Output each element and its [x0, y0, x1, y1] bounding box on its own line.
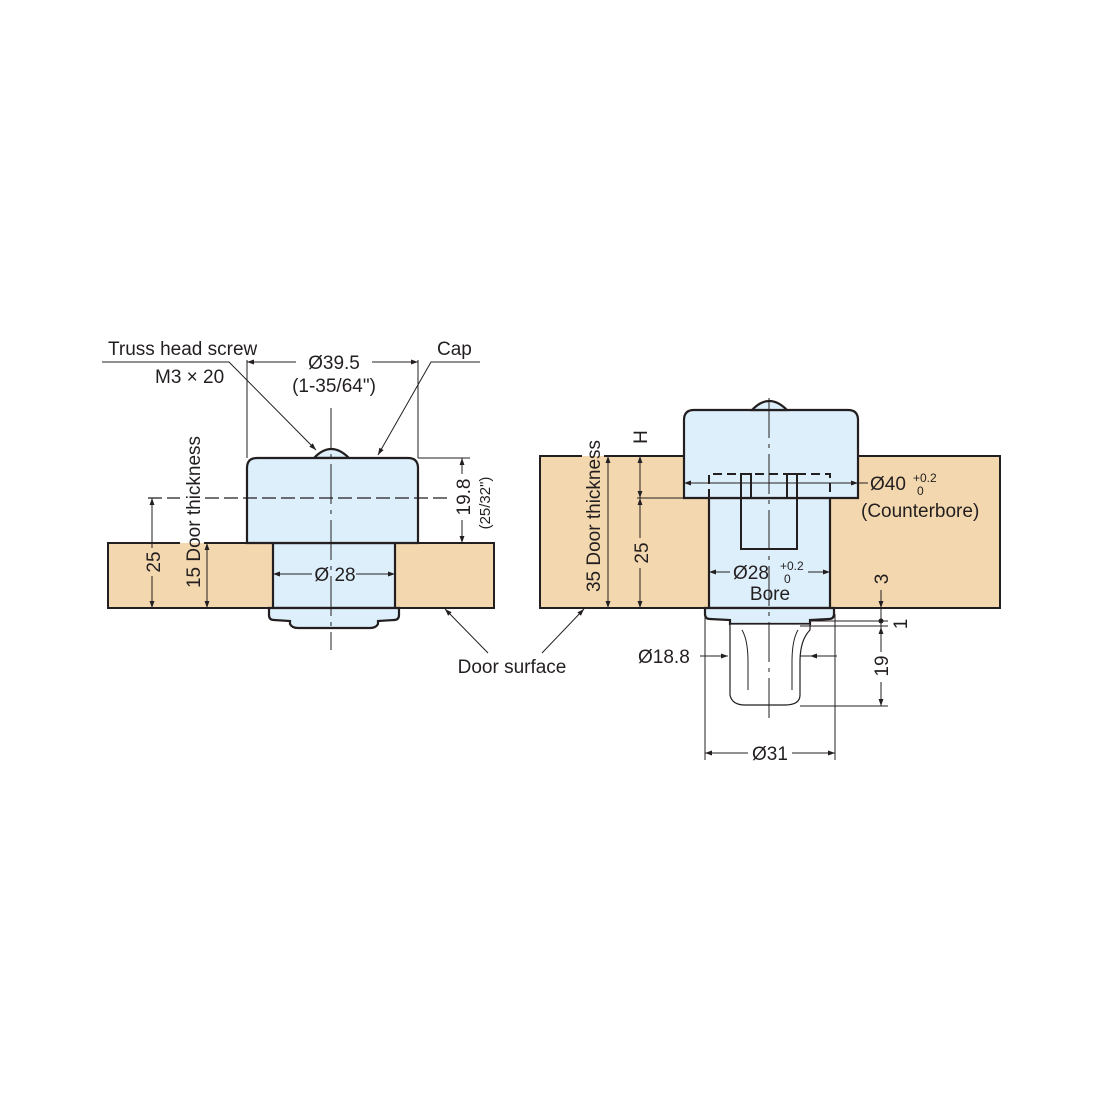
dim-1: 1 [891, 619, 912, 630]
truss-head-screw-label: Truss head screw [108, 339, 258, 360]
dim-3: 3 [872, 574, 893, 585]
right-cap [682, 408, 860, 500]
cap-label: Cap [437, 339, 472, 360]
right-knob [729, 623, 811, 706]
dim-19: 19 [872, 655, 893, 676]
dim-H: H [631, 430, 652, 444]
right-door-thickness: 35 Door thickness [584, 440, 605, 592]
left-view: Ø39.5 (1-35/64") Truss head screw M3 × 2… [102, 339, 495, 650]
left-body-diameter: Ø 28 [314, 565, 355, 586]
knob-diameter: Ø18.8 [638, 647, 690, 668]
bore-diameter: Ø28 [733, 563, 769, 584]
bore-tol-upper: +0.2 [780, 559, 804, 573]
cap-leader [377, 361, 480, 456]
bore-label: Bore [750, 584, 790, 605]
flange-diameter: Ø31 [752, 744, 788, 765]
right-view: H 25 35 Door thickness Ø40 +0.2 0 (Count… [539, 398, 1001, 765]
right-dim-25: 25 [632, 542, 653, 563]
screw-spec-label: M3 × 20 [155, 367, 224, 388]
left-body [271, 541, 397, 610]
left-door-thickness: 15 Door thickness [184, 436, 205, 588]
door-surface-callout: Door surface [444, 608, 585, 678]
counterbore-tol-lower: 0 [917, 484, 924, 498]
left-dim-25: 25 [144, 551, 165, 572]
counterbore-label: (Counterbore) [861, 501, 979, 522]
cap-diameter-inch-label: (1-35/64") [292, 376, 376, 397]
cap-height-inch-label: (25/32") [477, 477, 494, 530]
left-cap [245, 456, 420, 545]
screw-leader [102, 361, 317, 451]
bore-tol-lower: 0 [784, 572, 791, 586]
counterbore-tol-upper: +0.2 [913, 471, 937, 485]
left-bottom-flange [267, 606, 401, 630]
cap-diameter-label: Ø39.5 [308, 353, 360, 374]
door-surface-label: Door surface [458, 657, 567, 678]
counterbore-diameter: Ø40 [870, 474, 906, 495]
cap-height-label: 19.8 [454, 479, 475, 516]
